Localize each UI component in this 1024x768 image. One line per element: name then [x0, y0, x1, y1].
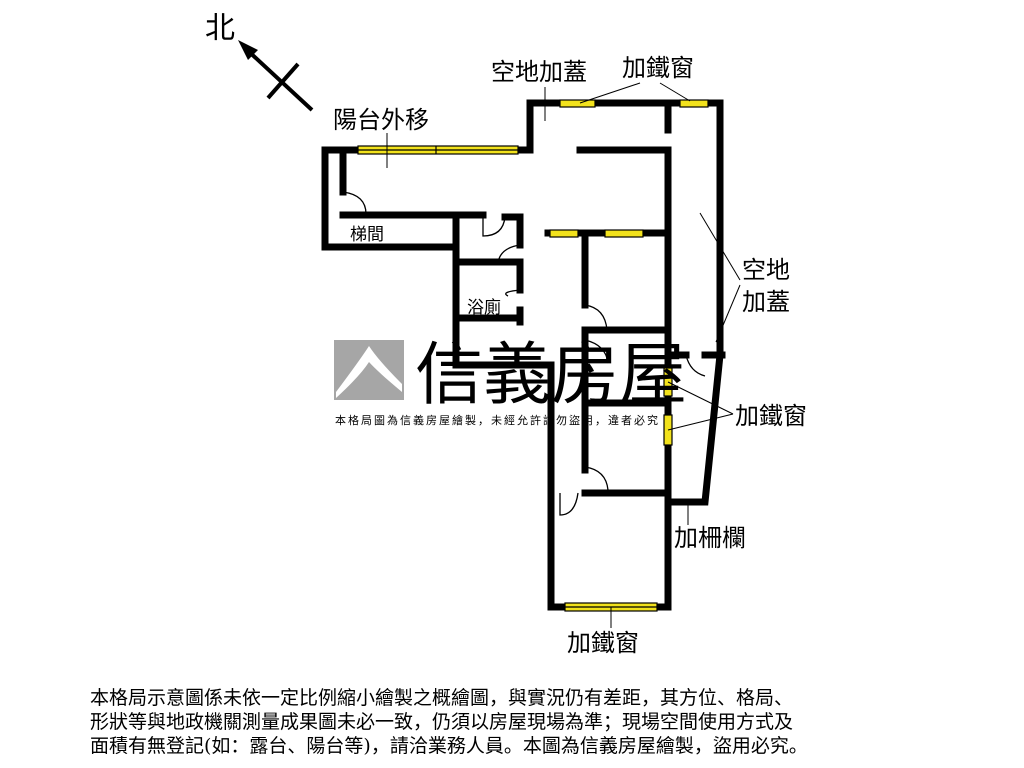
label-railing: 加柵欄: [674, 524, 746, 552]
label-open-space-top: 空地加蓋: [491, 58, 587, 86]
leader-lines: [386, 82, 741, 628]
north-arrow-icon: [238, 40, 258, 60]
door-room-2: [584, 339, 609, 364]
disclaimer-line: 面積有無登記(如：露台、陽台等)，請洽業務人員。本圖為信義房屋繪製，盜用必究。: [90, 735, 808, 757]
doors: [342, 191, 706, 516]
compass: 北: [205, 11, 314, 112]
window-top-2: [679, 99, 709, 108]
disclaimer-line: 形狀等與地政機關測量成果圖未必一致，仍須以房屋現場為準；現場空間使用方式及: [90, 711, 794, 733]
watermark-caption: 本格局圖為信義房屋繪製，未經允許請勿盜用，違者必究: [335, 413, 660, 427]
door-room-4: [559, 492, 579, 516]
watermark-brand: 信義房屋: [415, 336, 687, 415]
window-mid-2: [604, 229, 644, 238]
disclaimer-line: 本格局示意圖係未依一定比例縮小繪製之概繪圖，與實況仍有差距，其方位、格局、: [90, 687, 794, 709]
door-bath-1: [482, 216, 506, 237]
label-iron-window-top: 加鐵窗: [622, 54, 694, 82]
label-balcony-moved: 陽台外移: [333, 106, 429, 134]
north-label: 北: [205, 11, 235, 46]
watermark: 信義房屋 本格局圖為信義房屋繪製，未經允許請勿盜用，違者必究: [334, 336, 687, 427]
label-open-space-right-1: 空地: [742, 256, 790, 284]
door-room-3: [584, 466, 609, 491]
label-stairwell: 梯間: [350, 225, 384, 245]
door-bath-2: [497, 244, 521, 264]
label-bathroom: 浴廁: [467, 297, 501, 318]
door-bath-3: [505, 289, 521, 297]
label-iron-window-bottom: 加鐵窗: [567, 629, 639, 657]
label-iron-window-right: 加鐵窗: [735, 402, 807, 430]
door-stairwell: [342, 191, 367, 215]
door-room-1: [584, 304, 608, 331]
label-open-space-right-2: 加蓋: [742, 288, 790, 316]
door-side: [685, 354, 706, 377]
window-mid-1: [549, 229, 579, 238]
window-top-1: [559, 99, 596, 108]
disclaimer: 本格局示意圖係未依一定比例縮小繪製之概繪圖，與實況仍有差距，其方位、格局、 形狀…: [90, 686, 970, 758]
